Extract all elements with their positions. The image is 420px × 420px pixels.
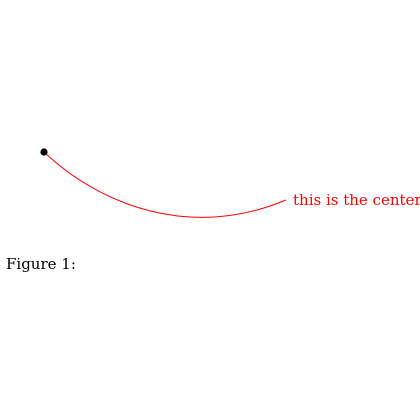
center-point (40, 148, 48, 156)
annotation-label: this is the center (293, 191, 420, 209)
figure-caption: Figure 1: (6, 255, 76, 273)
annotation-curve (43, 151, 287, 218)
